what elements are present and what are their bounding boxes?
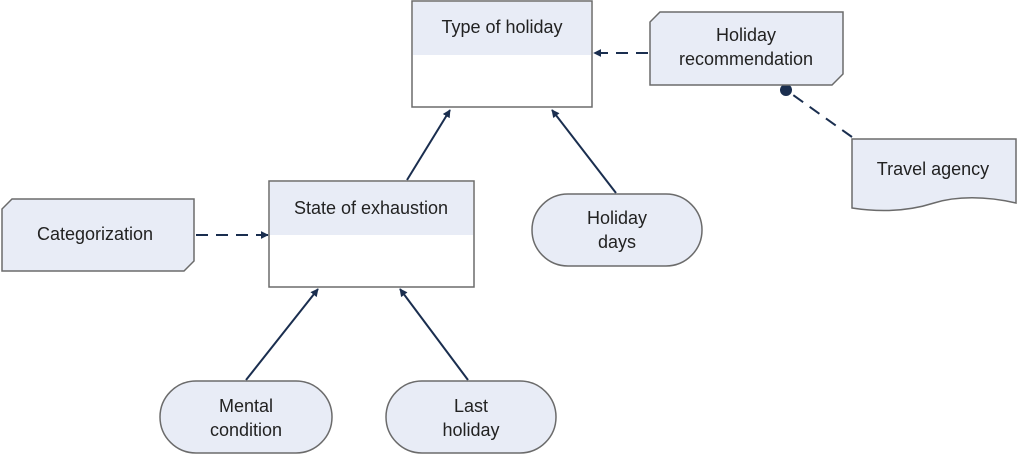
input-mental-condition-line1: Mental [219, 396, 273, 416]
edge-mental-to-exhaustion [245, 288, 319, 381]
association-dot [780, 84, 792, 96]
knowledge-holiday-recommendation[interactable]: Holiday recommendation [649, 11, 844, 86]
knowledge-categorization-label: Categorization [37, 224, 153, 244]
edge-agency-to-recommendation [785, 89, 853, 138]
input-last-holiday-line1: Last [454, 396, 488, 416]
input-mental-condition[interactable]: Mental condition [159, 380, 333, 454]
decision-type-of-holiday[interactable]: Type of holiday [411, 0, 593, 108]
input-holiday-days-line2: days [598, 232, 636, 252]
input-holiday-days[interactable]: Holiday days [531, 193, 703, 267]
edge-exhaustion-to-type [406, 109, 451, 181]
knowledge-travel-agency[interactable]: Travel agency [851, 138, 1017, 212]
knowledge-travel-agency-label: Travel agency [877, 159, 989, 179]
input-last-holiday-line2: holiday [442, 420, 499, 440]
knowledge-holiday-recommendation-line1: Holiday [716, 25, 776, 45]
edge-days-to-type [551, 109, 617, 194]
knowledge-categorization[interactable]: Categorization [1, 198, 195, 272]
edge-last-to-exhaustion [399, 288, 469, 381]
knowledge-holiday-recommendation-line2: recommendation [679, 49, 813, 69]
input-last-holiday[interactable]: Last holiday [385, 380, 557, 454]
input-mental-condition-line2: condition [210, 420, 282, 440]
input-holiday-days-line1: Holiday [587, 208, 647, 228]
decision-state-of-exhaustion[interactable]: State of exhaustion [268, 180, 475, 288]
decision-type-of-holiday-label: Type of holiday [441, 17, 562, 37]
decision-state-of-exhaustion-label: State of exhaustion [294, 198, 448, 218]
